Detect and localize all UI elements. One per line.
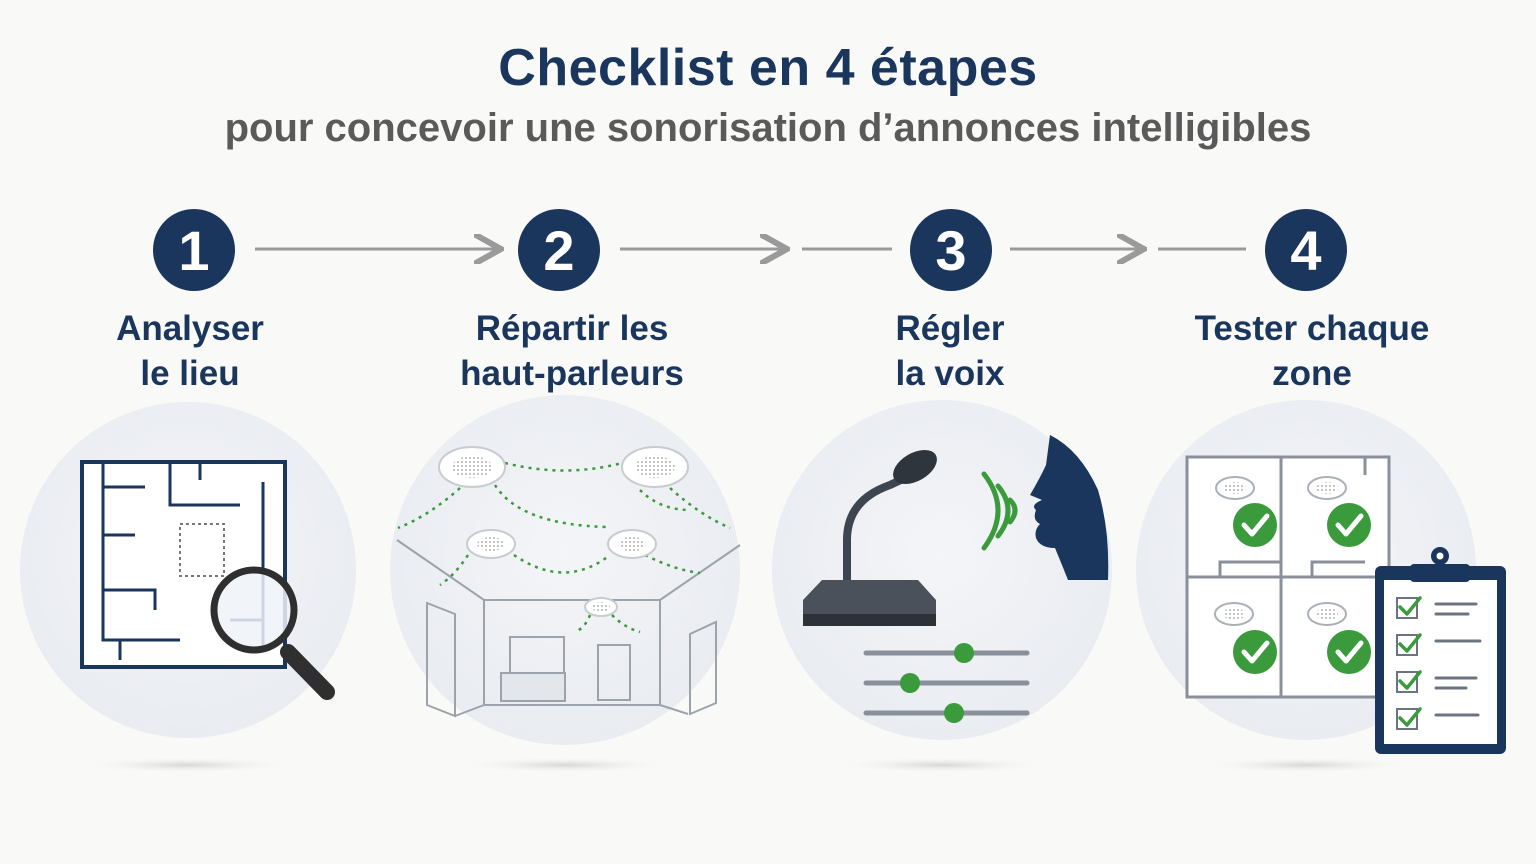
step-1-number: 1 xyxy=(178,218,210,282)
ceiling-speakers-icon xyxy=(396,446,741,718)
step-2-badge: 2 xyxy=(518,209,600,291)
page-subtitle: pour concevoir une sonorisation d’annonc… xyxy=(224,106,1312,150)
step-3-number: 3 xyxy=(935,218,967,282)
shadow-1 xyxy=(77,757,297,773)
step-2-label-line2: haut-parleurs xyxy=(460,354,684,393)
step-2-number: 2 xyxy=(543,218,575,282)
step-1-label-line1: Analyser xyxy=(116,309,264,348)
step-4-number: 4 xyxy=(1290,218,1322,282)
zones-checked-clipboard-icon xyxy=(1185,455,1506,754)
sliders-icon xyxy=(863,643,1030,723)
zone-speakers xyxy=(1214,476,1347,626)
step-4-label-line2: zone xyxy=(1272,354,1352,393)
step-1-badge: 1 xyxy=(153,209,235,291)
step-3-label-line1: Régler xyxy=(895,309,1005,348)
microphone-voice-sliders-icon xyxy=(803,435,1109,723)
step-1-label: Analyser le lieu xyxy=(10,306,370,396)
step-3-badge: 3 xyxy=(910,209,992,291)
voice-wave-icon xyxy=(981,471,1018,551)
floor-plan-magnifier-icon xyxy=(80,460,335,700)
clipboard-icon xyxy=(1375,547,1506,754)
speaking-face-icon xyxy=(1030,435,1109,580)
page-title: Checklist en 4 étapes xyxy=(498,39,1038,97)
step-4-label: Tester chaque zone xyxy=(1132,306,1492,396)
step-2-label: Répartir les haut-parleurs xyxy=(392,306,752,396)
step-3-label: Régler la voix xyxy=(770,306,1130,396)
shadow-2 xyxy=(455,757,675,773)
check-icons xyxy=(1233,503,1371,674)
shadow-3 xyxy=(832,757,1052,773)
step-2-label-line1: Répartir les xyxy=(475,309,669,348)
step-3-label-line2: la voix xyxy=(895,354,1005,393)
step-4-label-line1: Tester chaque xyxy=(1194,309,1430,348)
step-1-label-line2: le lieu xyxy=(140,354,240,393)
step-4-badge: 4 xyxy=(1265,209,1347,291)
shadow-4 xyxy=(1196,757,1416,773)
